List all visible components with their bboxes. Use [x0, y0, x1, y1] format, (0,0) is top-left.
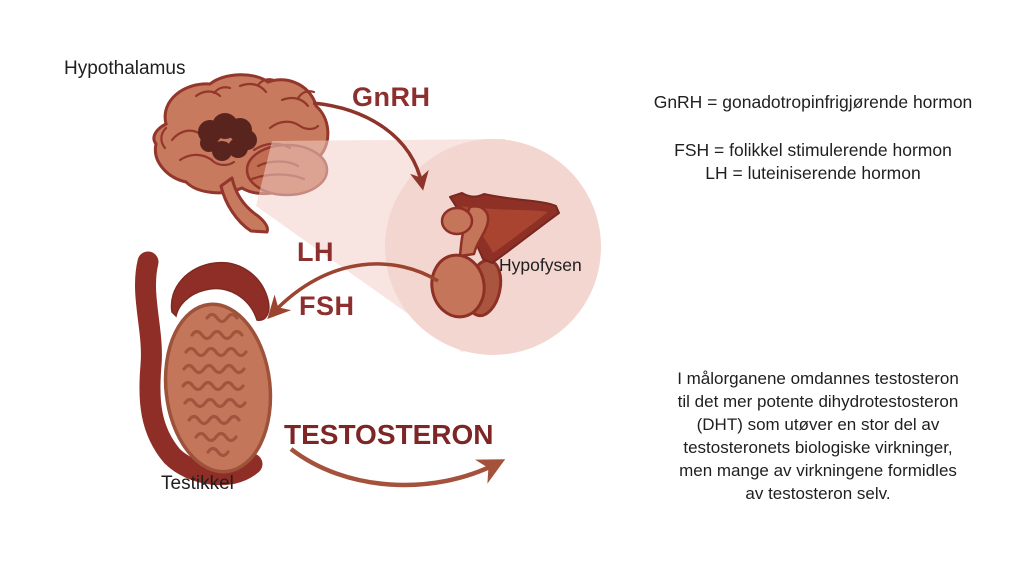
testikkel-label: Testikkel	[161, 473, 234, 494]
legend-line-gnrh: GnRH = gonadotropinfrigjørende hormon	[653, 92, 973, 112]
hypothalamus-label: Hypothalamus	[64, 58, 186, 79]
note-line: av testosteron selv.	[745, 484, 891, 503]
note-line: I målorganene omdannes testosteron	[677, 369, 959, 388]
note-line: men mange av virkningene formidles	[679, 461, 957, 480]
testosteron-label: TESTOSTERON	[284, 419, 494, 450]
hormone-legend: GnRH = gonadotropinfrigjørende hormon FS…	[608, 91, 1018, 185]
legend-line-lh: LH = luteiniserende hormon	[705, 163, 921, 183]
lh-fsh-arrow-icon	[267, 262, 439, 319]
seminiferous-tubule-lines	[181, 312, 248, 458]
hypothalamus-blob	[198, 113, 257, 161]
fsh-label: FSH	[299, 291, 355, 321]
note-line: (DHT) som utøver en stor del av	[696, 415, 940, 434]
lh-label: LH	[297, 237, 334, 267]
testicle-icon	[135, 251, 273, 486]
note-line: testosteronets biologiske virkninger,	[683, 438, 953, 457]
legend-gap	[608, 114, 1018, 139]
dht-note: I målorganene omdannes testosteron til d…	[618, 367, 1018, 505]
testosteron-arrow-icon	[289, 447, 506, 488]
gnrh-label: GnRH	[352, 82, 431, 112]
pituitary-icon	[430, 192, 560, 319]
legend-line-fsh: FSH = folikkel stimulerende hormon	[674, 140, 952, 160]
note-line: til det mer potente dihydrotestosteron	[677, 392, 959, 411]
gnrh-arrow-icon	[312, 101, 429, 191]
hypofysen-label: Hypofysen	[499, 255, 582, 275]
